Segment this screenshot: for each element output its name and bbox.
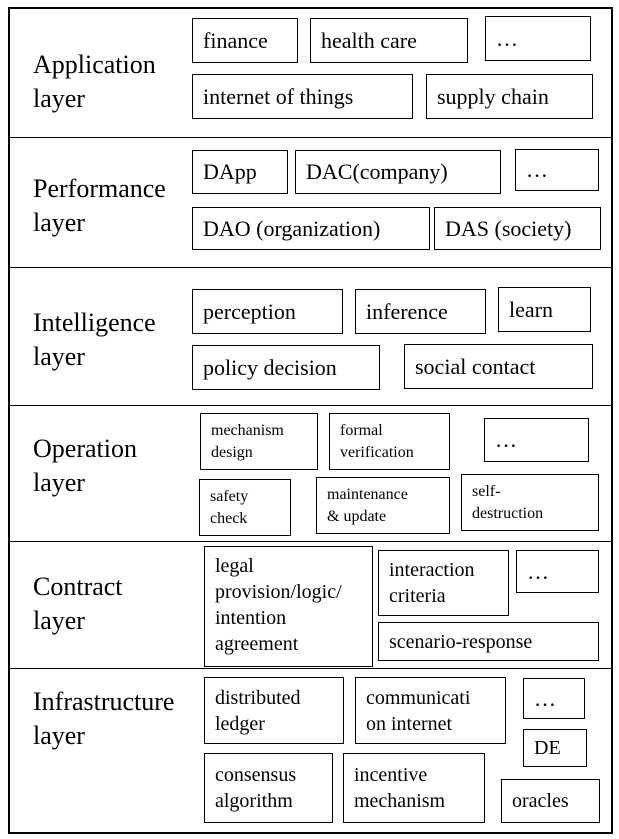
operation-layer: Operation layer mechanism design formal … bbox=[10, 406, 611, 542]
item-box: policy decision bbox=[192, 345, 380, 390]
layer-title: Intelligence layer bbox=[33, 308, 156, 371]
item-box: … bbox=[485, 16, 591, 61]
item-box: DAS (society) bbox=[434, 207, 601, 250]
item-box: mechanism design bbox=[200, 413, 318, 470]
item-box: health care bbox=[310, 18, 468, 63]
item-box: interaction criteria bbox=[378, 550, 509, 616]
item-box: … bbox=[523, 678, 585, 719]
layer-title: Operation layer bbox=[33, 434, 137, 497]
item-box: DApp bbox=[192, 150, 288, 194]
item-box: perception bbox=[192, 289, 343, 334]
item-box: distributed ledger bbox=[204, 677, 344, 744]
item-box: DAC(company) bbox=[295, 150, 501, 194]
item-box: communicati on internet bbox=[355, 677, 506, 744]
item-box: … bbox=[516, 550, 599, 593]
item-box: legal provision/logic/ intention agreeme… bbox=[204, 546, 373, 667]
item-box: inference bbox=[355, 289, 486, 334]
contract-layer: Contract layer legal provision/logic/ in… bbox=[10, 542, 611, 669]
item-box: incentive mechanism bbox=[343, 753, 485, 823]
layer-title: Performance layer bbox=[33, 174, 166, 237]
layer-title: Application layer bbox=[33, 50, 156, 113]
item-box: self- destruction bbox=[461, 474, 599, 531]
item-box: … bbox=[515, 149, 599, 191]
item-box: safety check bbox=[199, 479, 291, 536]
intelligence-layer: Intelligence layer perception inference … bbox=[10, 268, 611, 406]
infrastructure-layer: Infrastructure layer distributed ledger … bbox=[10, 669, 611, 832]
item-box: scenario-response bbox=[378, 622, 599, 661]
item-box: oracles bbox=[501, 779, 600, 823]
item-box: maintenance & update bbox=[316, 477, 450, 534]
item-box: finance bbox=[192, 18, 298, 63]
layer-title: Contract layer bbox=[33, 572, 123, 635]
item-box: internet of things bbox=[192, 74, 413, 119]
item-box: formal verification bbox=[329, 413, 450, 470]
application-layer: Application layer finance health care … … bbox=[10, 9, 611, 138]
item-box: supply chain bbox=[426, 74, 593, 119]
item-box: consensus algorithm bbox=[204, 753, 333, 823]
performance-layer: Performance layer DApp DAC(company) … DA… bbox=[10, 138, 611, 268]
layer-architecture-diagram: Application layer finance health care … … bbox=[8, 7, 613, 834]
item-box: DE bbox=[523, 729, 587, 767]
item-box: DAO (organization) bbox=[192, 207, 430, 250]
layer-title: Infrastructure layer bbox=[33, 687, 175, 750]
item-box: … bbox=[484, 418, 589, 462]
item-box: social contact bbox=[404, 344, 593, 389]
item-box: learn bbox=[498, 287, 591, 332]
